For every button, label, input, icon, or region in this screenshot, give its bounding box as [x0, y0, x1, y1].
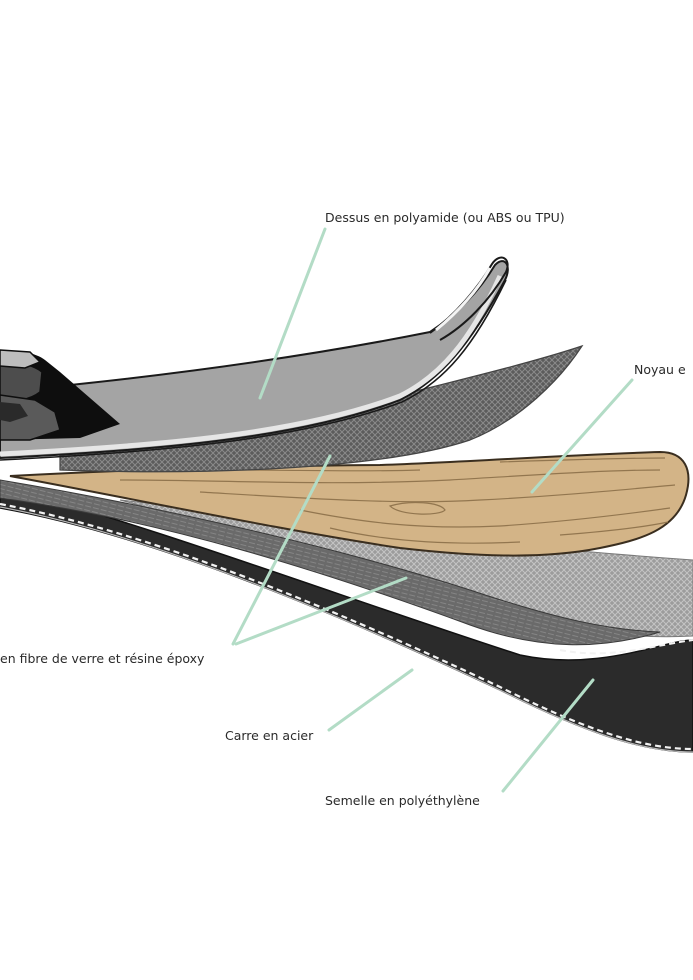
leader-steel-edge [327, 668, 414, 732]
leader-fiberglass-lower [234, 576, 408, 646]
leader-core [530, 378, 634, 494]
label-steel-edge: Carre en acier [225, 728, 314, 743]
label-top-sheet: Dessus en polyamide (ou ABS ou TPU) [325, 210, 565, 225]
label-core: Noyau e [634, 362, 686, 377]
label-base: Semelle en polyéthylène [325, 793, 480, 808]
leader-fiberglass-upper [231, 454, 332, 646]
leader-top-sheet [258, 227, 327, 400]
dark-fiber-layer [0, 479, 661, 646]
leader-base [501, 678, 595, 793]
steel-edge-dashes [0, 502, 693, 751]
label-fiberglass: en fibre de verre et résine époxy [0, 651, 205, 666]
